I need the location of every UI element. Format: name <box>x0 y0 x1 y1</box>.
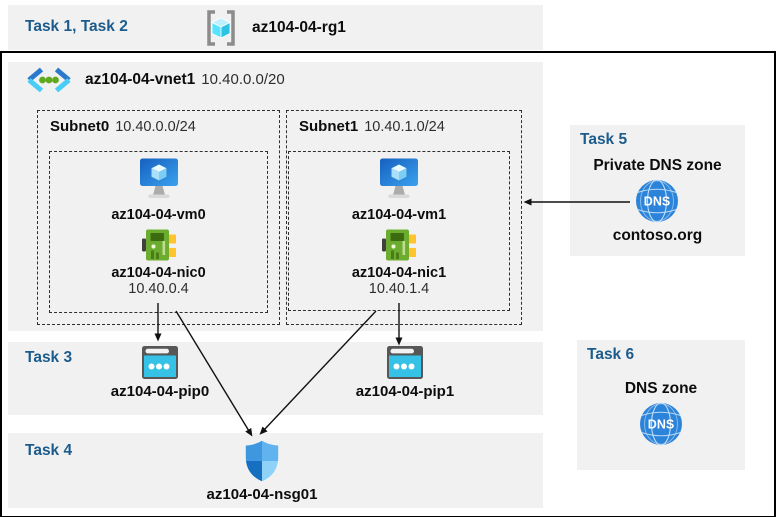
network-interface-icon <box>141 228 176 262</box>
public-ip-icon <box>387 346 423 379</box>
dns-zone-title: DNS zone <box>624 380 698 397</box>
task-1-2-band: Task 1, Task 2 az104-04-rg1 <box>8 5 543 50</box>
vm0-name: az104-04-vm0 <box>111 207 206 223</box>
svg-text:DNS: DNS <box>648 418 674 432</box>
subnet0-name: Subnet0 <box>50 118 110 135</box>
nic1-ip: 10.40.1.4 <box>368 281 430 297</box>
task-6-heading: Task 6 <box>587 346 635 363</box>
subnet1-name: Subnet1 <box>299 118 359 135</box>
task-5-box: Task 5 Private DNS zone DNS contoso.org <box>570 125 745 256</box>
vnet-name: az104-04-vnet1 <box>85 71 196 88</box>
task-4-band: Task 4 az104-04-nsg0 <box>8 433 543 508</box>
vm1-name: az104-04-vm1 <box>351 207 447 223</box>
subnet1-cidr: 10.40.1.0/24 <box>364 119 445 135</box>
task-3-heading: Task 3 <box>25 349 73 366</box>
nic0-name: az104-04-nic0 <box>111 265 206 281</box>
nic0-ip: 10.40.0.4 <box>128 281 189 297</box>
vnet-panel <box>8 62 543 331</box>
vnet-cidr: 10.40.0.0/20 <box>201 71 285 88</box>
virtual-machine-icon <box>379 158 419 203</box>
nic1-name: az104-04-nic1 <box>351 265 447 281</box>
private-dns-zone-name: contoso.org <box>612 227 703 244</box>
subnet0-inner-box: az104-04-vm0 az104-04-nic0 10.40.0.4 <box>49 151 268 313</box>
virtual-machine-icon <box>139 158 179 203</box>
public-ip-icon <box>142 346 178 379</box>
pip1-name: az104-04-pip1 <box>355 383 455 400</box>
private-dns-zone-title: Private DNS zone <box>593 157 722 174</box>
dns-globe-icon: DNS <box>634 179 680 223</box>
resource-group-name: az104-04-rg1 <box>252 19 346 36</box>
subnet0-cidr: 10.40.0.0/24 <box>115 119 196 135</box>
pip1-group: az104-04-pip1 <box>345 346 465 400</box>
task-5-heading: Task 5 <box>580 131 628 148</box>
nsg-group: az104-04-nsg01 <box>197 440 327 503</box>
subnet1-box: Subnet1 10.40.1.0/24 <box>286 110 522 325</box>
pip0-group: az104-04-pip0 <box>100 346 220 400</box>
task-3-band: Task 3 az104-04-pip0 <box>8 342 543 415</box>
nsg-name: az104-04-nsg01 <box>206 486 318 503</box>
virtual-network-icon <box>26 66 72 94</box>
subnet0-box: Subnet0 10.40.0.0/24 <box>37 110 280 325</box>
pip0-name: az104-04-pip0 <box>110 383 210 400</box>
vnet-header: az104-04-vnet1 10.40.0.0/20 <box>26 66 285 94</box>
resource-group-icon <box>205 9 237 47</box>
task-6-box: Task 6 DNS zone DNS <box>577 340 745 470</box>
dns-globe-icon: DNS <box>638 402 684 446</box>
svg-text:DNS: DNS <box>644 195 670 209</box>
task-1-2-heading: Task 1, Task 2 <box>25 18 128 35</box>
network-interface-icon <box>382 228 416 262</box>
subnet1-inner-box: az104-04-vm1 az104-04-nic1 10.40.1.4 <box>288 151 510 311</box>
nsg-shield-icon <box>245 440 279 482</box>
task-4-heading: Task 4 <box>25 442 73 459</box>
